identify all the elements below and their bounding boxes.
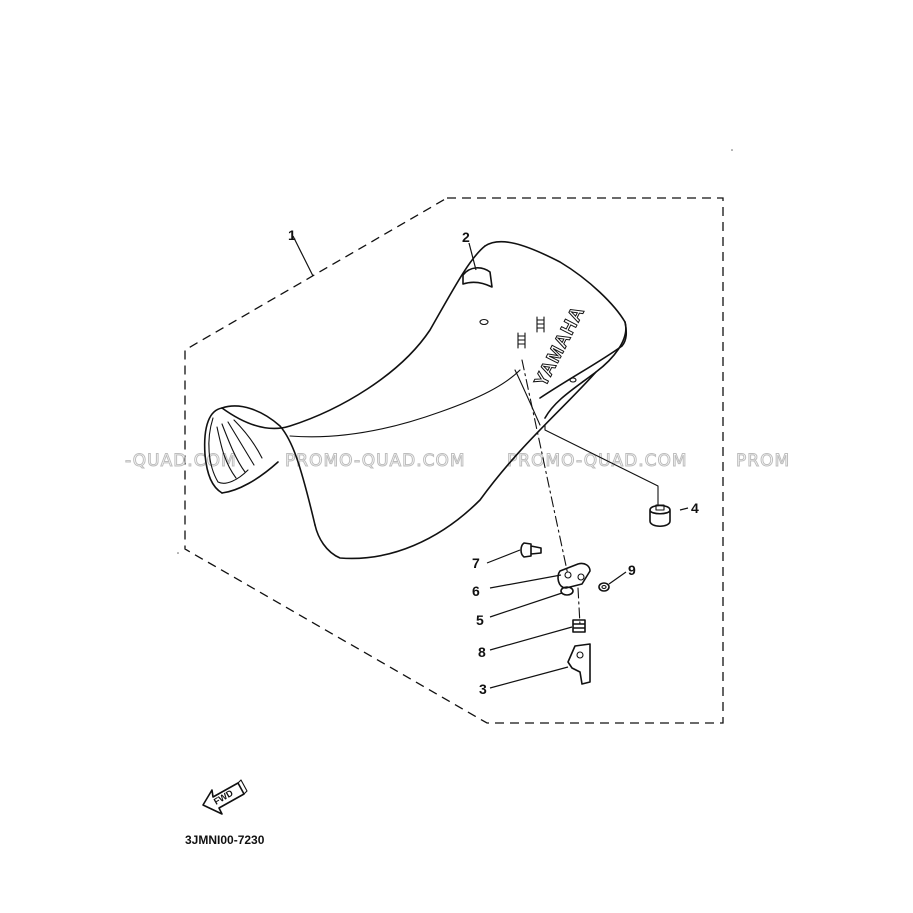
- seat-brand-text: YAMAHA: [531, 303, 589, 391]
- bolt-part: [520, 542, 542, 558]
- callout-labels: 1 2 3 4 5 6 7 8 9: [288, 227, 699, 697]
- stray-dot: [177, 552, 179, 554]
- callout-2: 2: [462, 229, 470, 245]
- center-line-bumper: [544, 424, 659, 506]
- center-line-stud: [521, 359, 569, 576]
- watermark-3: PROMO-QUAD.COM: [507, 451, 688, 471]
- parts-hardware: [520, 504, 671, 685]
- callout-4: 4: [691, 500, 699, 516]
- stray-dot: [731, 149, 733, 151]
- callout-1: 1: [288, 227, 296, 243]
- seat-drawing: YAMAHA: [203, 240, 628, 560]
- callout-5: 5: [476, 612, 484, 628]
- spring-part: [572, 619, 586, 633]
- callout-3: 3: [479, 681, 487, 697]
- bracket-part: [557, 562, 591, 589]
- latch-part: [567, 643, 591, 685]
- watermark-band: -QUAD.COM PROMO-QUAD.COM PROMO-QUAD.COM …: [125, 451, 790, 472]
- callout-7: 7: [472, 555, 480, 571]
- callout-6: 6: [472, 583, 480, 599]
- leader-lines: [292, 235, 689, 689]
- washer-part: [560, 586, 574, 596]
- watermark-4: PROM: [736, 451, 790, 471]
- watermark-2: PROMO-QUAD.COM: [285, 451, 466, 471]
- forward-arrow-icon: FWD: [202, 779, 248, 815]
- center-line-lower: [577, 587, 581, 626]
- watermark-1: -QUAD.COM: [125, 451, 237, 471]
- nut-part: [598, 582, 610, 592]
- callout-9: 9: [628, 562, 636, 578]
- callout-8: 8: [478, 644, 486, 660]
- part-code: 3JMNI00-7230: [185, 833, 265, 847]
- bumper-part: [649, 504, 671, 528]
- assembly-boundary: [184, 197, 724, 724]
- forward-label: FWD: [212, 788, 235, 807]
